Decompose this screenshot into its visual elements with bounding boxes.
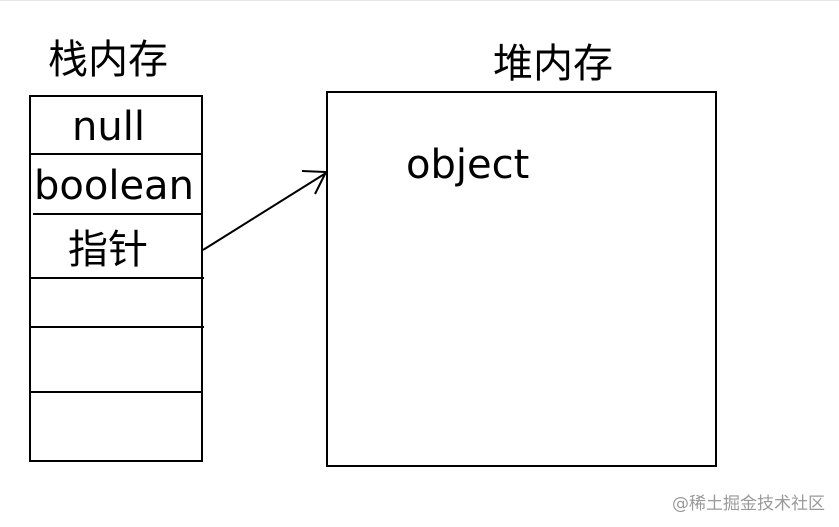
top-border-line <box>0 0 839 1</box>
heap-memory-title: 堆内存 <box>493 41 613 87</box>
stack-memory-title: 栈内存 <box>48 37 168 83</box>
stack-row-divider <box>29 391 201 393</box>
heap-object-label: object <box>406 142 530 188</box>
stack-cell-boolean: boolean <box>34 163 194 209</box>
stack-cell-pointer: 指针 <box>68 227 148 273</box>
pointer-arrow-head <box>301 170 328 195</box>
stack-row-divider <box>29 326 204 328</box>
stack-cell-null: null <box>72 104 145 150</box>
stack-row-divider <box>33 213 201 215</box>
stack-row-divider <box>29 153 201 155</box>
stack-row-divider <box>29 277 204 279</box>
pointer-arrow-shaft <box>202 172 327 251</box>
heap-memory-box <box>326 91 717 467</box>
watermark-text: @稀土掘金技术社区 <box>672 494 825 514</box>
